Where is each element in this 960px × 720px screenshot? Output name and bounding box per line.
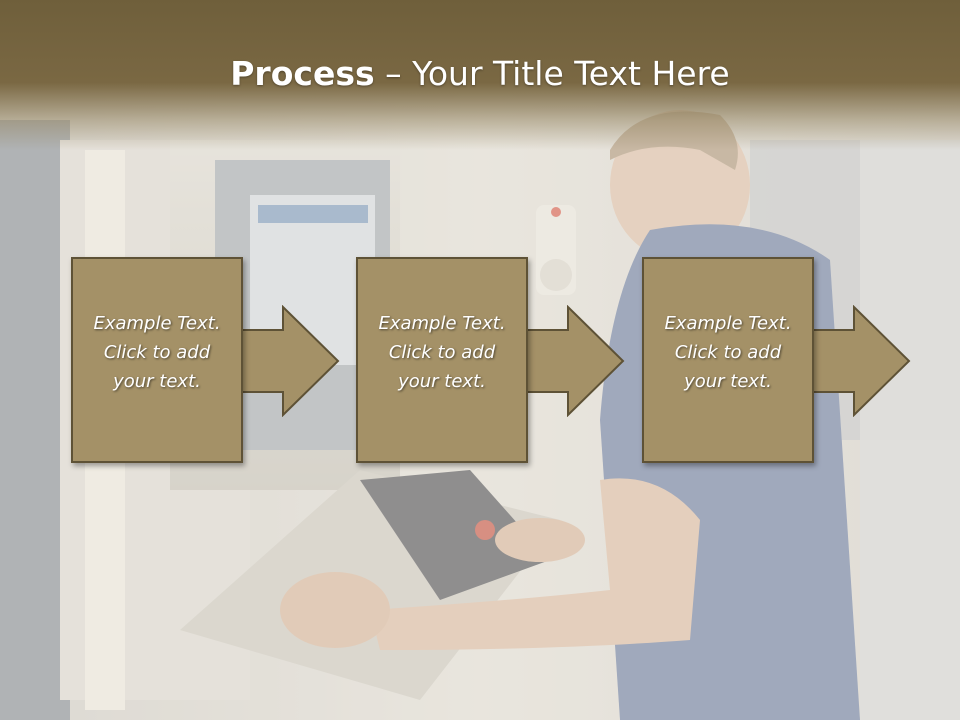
- step-3-text: Example Text. Click to add your text.: [664, 312, 792, 392]
- step-1-arrow: [238, 305, 340, 417]
- title-bold: Process: [230, 54, 375, 93]
- step-1-text: Example Text. Click to add your text.: [93, 312, 221, 392]
- step-2-arrow: [523, 305, 625, 417]
- step-2-box[interactable]: Example Text. Click to add your text.: [356, 257, 528, 463]
- slide-title: Process – Your Title Text Here: [0, 50, 960, 98]
- step-1-box[interactable]: Example Text. Click to add your text.: [71, 257, 243, 463]
- step-2-text: Example Text. Click to add your text.: [378, 312, 506, 392]
- title-rest: – Your Title Text Here: [374, 54, 730, 93]
- step-3-arrow: [809, 305, 911, 417]
- title-header: [0, 0, 960, 150]
- step-3-box[interactable]: Example Text. Click to add your text.: [642, 257, 814, 463]
